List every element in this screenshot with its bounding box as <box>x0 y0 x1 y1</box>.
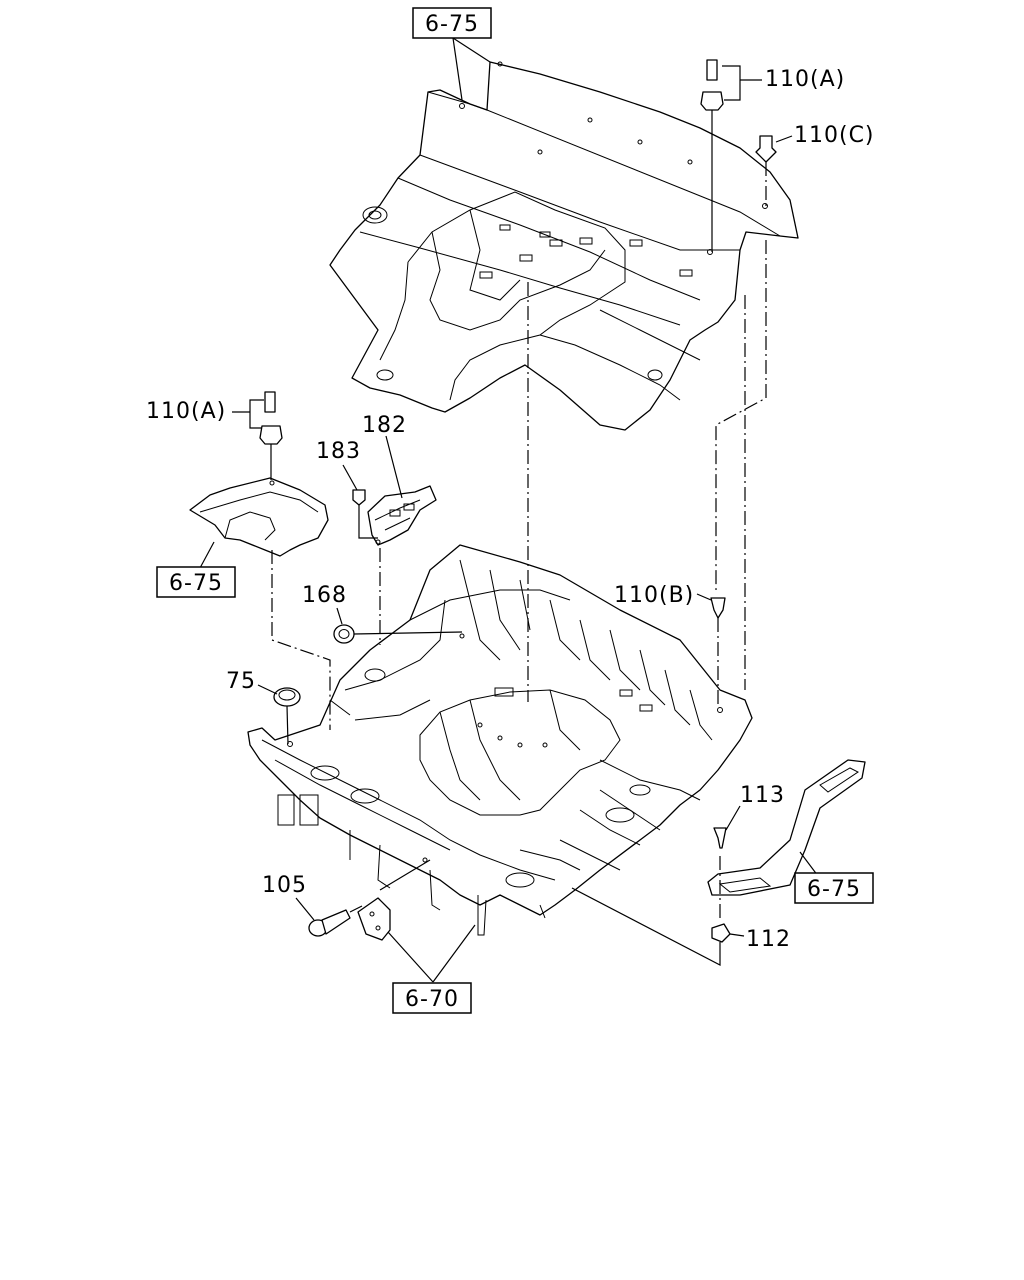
plug-75 <box>273 687 301 707</box>
ref-box-bottom: 6-70 <box>392 982 472 1014</box>
grommet-168 <box>333 624 355 644</box>
clip-183 <box>352 489 366 506</box>
ref-label-right: 6-75 <box>807 877 861 902</box>
part-label-112: 112 <box>746 927 791 952</box>
left-floor-patch-panel <box>189 477 329 557</box>
ref-label-left: 6-75 <box>169 571 223 596</box>
nut-112 <box>711 923 731 943</box>
part-label-110b: 110(B) <box>614 583 694 608</box>
clip-110c <box>755 135 777 163</box>
part-label-110a-left: 110(A) <box>146 399 226 424</box>
ref-label-top: 6-75 <box>425 12 479 37</box>
part-label-110a-top: 110(A) <box>765 67 845 92</box>
part-label-182: 182 <box>362 413 407 438</box>
clip-110a-top <box>700 59 724 111</box>
clip-110a-left <box>259 391 283 445</box>
screw-113 <box>713 827 727 849</box>
part-label-105: 105 <box>262 873 307 898</box>
part-label-168: 168 <box>302 583 347 608</box>
main-floor-panel <box>247 544 753 936</box>
side-step-plate <box>707 759 866 896</box>
upper-floor-panel <box>329 61 799 431</box>
part-label-110c: 110(C) <box>794 123 875 148</box>
mount-bracket-6-70 <box>357 897 391 941</box>
ref-box-right: 6-75 <box>794 872 874 904</box>
part-label-75: 75 <box>226 669 256 694</box>
ref-box-left: 6-75 <box>156 566 236 598</box>
leader-lines <box>199 37 819 983</box>
bracket-182 <box>367 485 437 546</box>
clip-110b <box>710 597 726 619</box>
part-label-183: 183 <box>316 439 361 464</box>
ref-label-bottom: 6-70 <box>405 987 459 1012</box>
bolt-105 <box>308 909 351 937</box>
ref-box-top: 6-75 <box>412 7 492 39</box>
part-label-113: 113 <box>740 783 785 808</box>
